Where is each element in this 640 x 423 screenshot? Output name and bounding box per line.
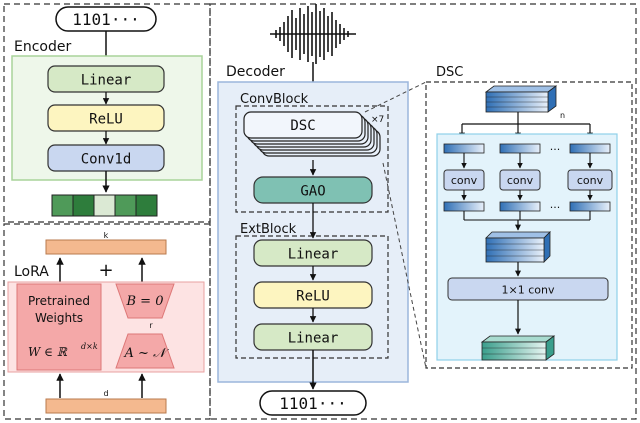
encoder-linear-label: Linear bbox=[81, 73, 132, 89]
depthwise-conv-2-label: conv bbox=[507, 174, 534, 187]
dsc-stack bbox=[243, 111, 381, 157]
decoder-linear1-label: Linear bbox=[288, 247, 339, 263]
w-formula-superscript: d×k bbox=[81, 342, 98, 351]
matrix-a-block bbox=[115, 333, 175, 369]
pointwise-conv-label: 1×1 conv bbox=[502, 284, 555, 297]
pretrained-line2: Weights bbox=[35, 311, 83, 325]
input-bits-label: 1101··· bbox=[72, 10, 139, 29]
gao-label: GAO bbox=[300, 184, 325, 200]
lora-d-label: d bbox=[103, 389, 108, 398]
convblock-label: ConvBlock bbox=[240, 92, 309, 107]
zoom-line-top bbox=[364, 81, 427, 113]
channel-slices-top bbox=[443, 143, 611, 154]
pointwise-conv-block bbox=[447, 277, 609, 301]
dsc-output-tensor bbox=[480, 335, 556, 361]
pretrained-line1: Pretrained bbox=[28, 294, 90, 308]
decoder-relu-label: ReLU bbox=[296, 289, 330, 305]
lora-title: LoRA bbox=[14, 264, 49, 280]
lora-k-label: k bbox=[104, 231, 109, 240]
convblock-region bbox=[235, 105, 389, 213]
matrix-b-block bbox=[115, 283, 175, 319]
a-formula: A ~ 𝒩 bbox=[124, 346, 171, 361]
dsc-detail-title: DSC bbox=[436, 65, 463, 80]
dots-top: ··· bbox=[550, 143, 561, 156]
audio-waveform-icon bbox=[270, 4, 356, 64]
extblock-label: ExtBlock bbox=[240, 222, 297, 237]
lora-output-bar bbox=[45, 239, 167, 255]
decoder-panel bbox=[209, 3, 637, 420]
dsc-n-label: n bbox=[560, 111, 565, 120]
output-bits-pill bbox=[259, 390, 367, 416]
dsc-repeat-label: ×7 bbox=[371, 115, 384, 125]
b-formula: B = 0 bbox=[126, 294, 164, 309]
encoder-conv1d-label: Conv1d bbox=[81, 152, 132, 168]
depthwise-conv-1-label: conv bbox=[451, 174, 478, 187]
lora-input-bar bbox=[45, 398, 167, 414]
depthwise-conv-3-label: conv bbox=[577, 174, 604, 187]
decoder-title: Decoder bbox=[226, 64, 285, 80]
decoder-linear2-label: Linear bbox=[288, 331, 339, 347]
encoder-relu-label: ReLU bbox=[89, 112, 123, 128]
channel-slices-bottom bbox=[443, 201, 611, 212]
dsc-input-tensor bbox=[484, 85, 558, 113]
dsc-detail-panel bbox=[425, 81, 633, 369]
w-formula: W ∈ ℝ bbox=[28, 345, 68, 359]
output-bits-label: 1101··· bbox=[279, 394, 346, 413]
dots-bottom: ··· bbox=[550, 201, 561, 214]
lora-plus-sign: + bbox=[98, 260, 113, 281]
lora-r-label: r bbox=[149, 321, 153, 330]
pretrained-weights-block bbox=[16, 283, 102, 371]
encoder-title: Encoder bbox=[14, 39, 71, 55]
embedding-vector bbox=[51, 194, 158, 217]
dsc-label: DSC bbox=[290, 118, 315, 134]
dsc-merged-tensor bbox=[485, 231, 551, 263]
